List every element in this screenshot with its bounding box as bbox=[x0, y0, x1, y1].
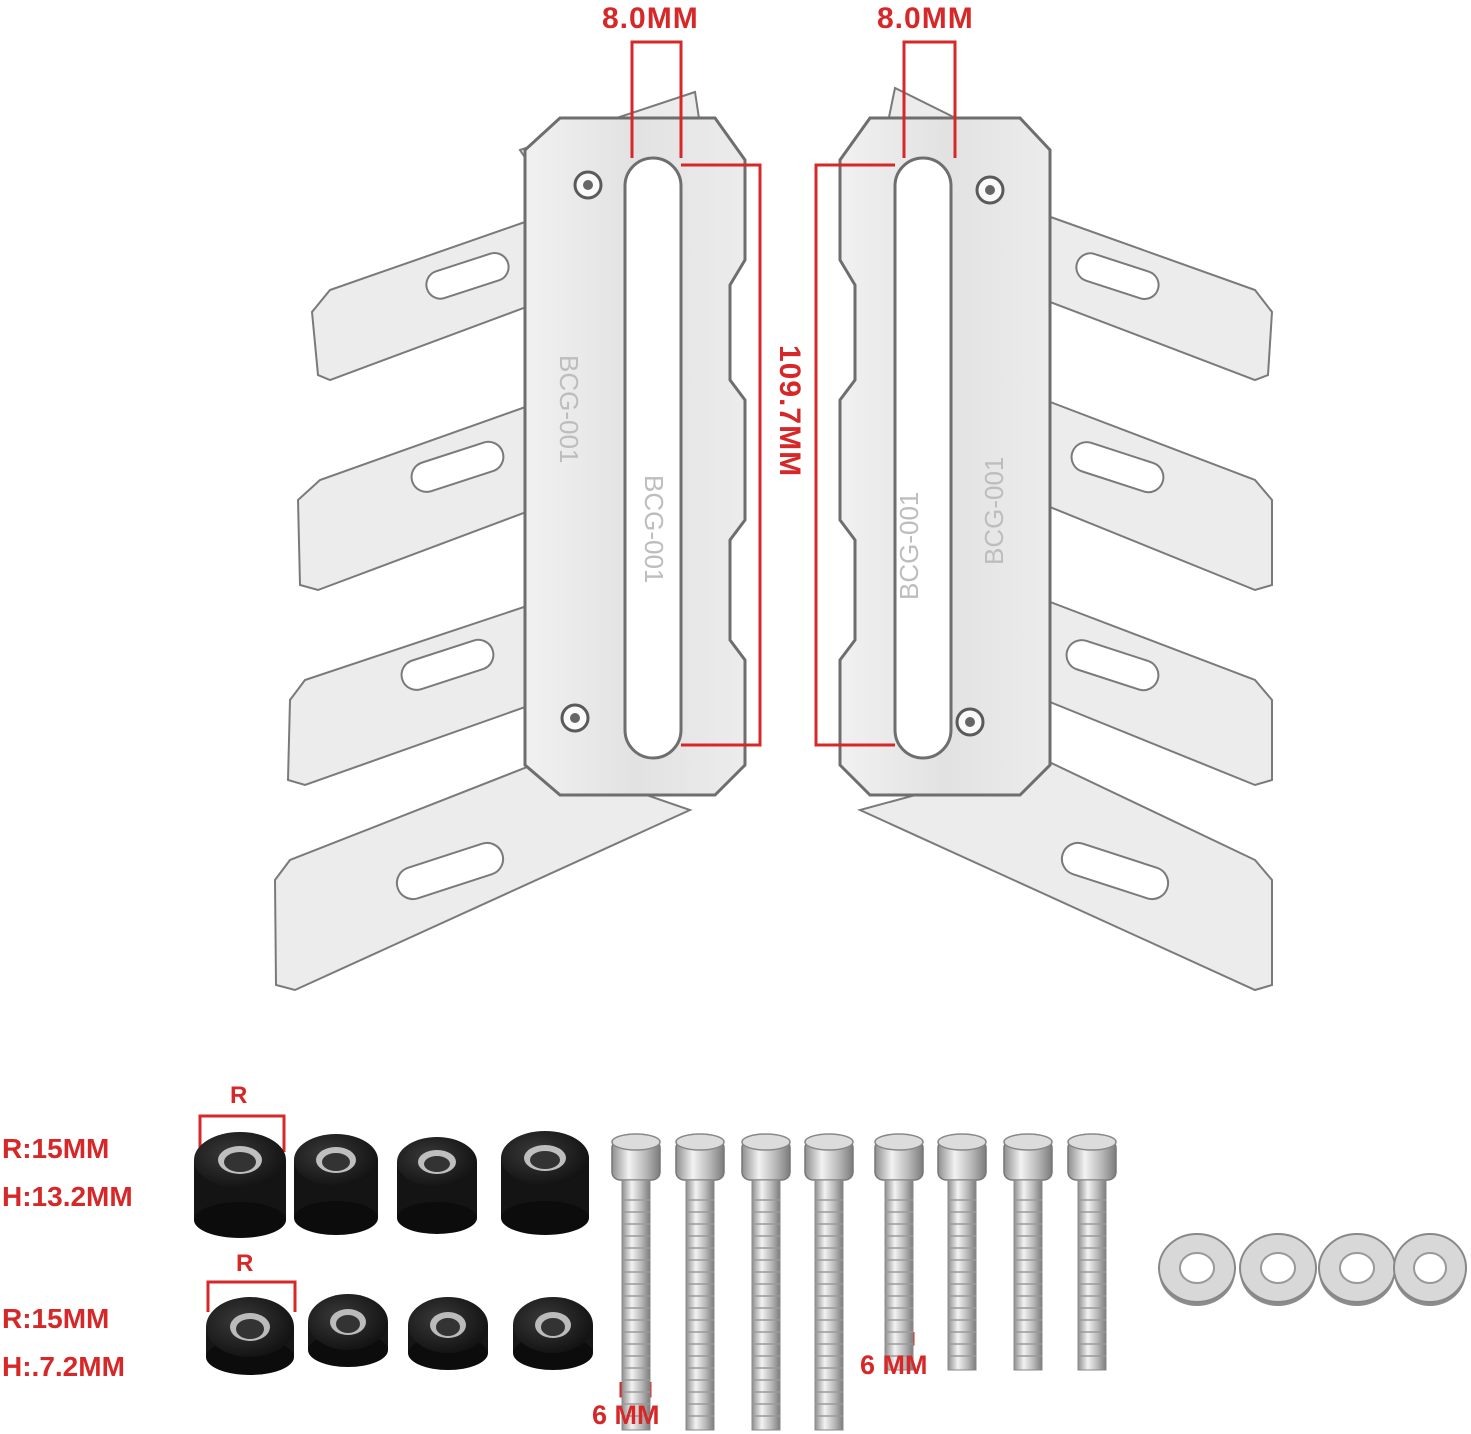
right-plate-marking-inner: BCG-001 bbox=[894, 492, 924, 600]
left-plate-marking-inner: BCG-001 bbox=[639, 475, 669, 583]
tall-spacer-height: H:13.2MM bbox=[2, 1181, 133, 1212]
short-spacer-radius: R:15MM bbox=[2, 1303, 110, 1334]
short-spacers bbox=[206, 1294, 593, 1375]
washers bbox=[1158, 1233, 1467, 1306]
left-plate-marking-outer: BCG-001 bbox=[554, 355, 584, 463]
right-fin-slots bbox=[1060, 252, 1170, 901]
tall-spacers bbox=[194, 1131, 589, 1238]
right-plate-marking-outer: BCG-001 bbox=[979, 457, 1009, 565]
right-bolt-size-label: 6 MM bbox=[860, 1350, 928, 1380]
right-slot-width-label: 8.0MM bbox=[877, 2, 974, 35]
right-plate-slot bbox=[893, 156, 953, 760]
slot-length-label: 109.7MM bbox=[773, 345, 806, 478]
short-spacer-radius-marker: R bbox=[236, 1250, 254, 1277]
left-slot-width-label: 8.0MM bbox=[602, 2, 699, 35]
tall-spacer-radius-marker: R bbox=[230, 1082, 248, 1109]
left-fin-slots bbox=[395, 252, 510, 901]
left-plate-slot bbox=[623, 156, 683, 760]
tall-spacer-radius: R:15MM bbox=[2, 1133, 110, 1164]
right-fork-guard bbox=[838, 86, 1274, 992]
short-spacer-height: H:.7.2MM bbox=[2, 1351, 125, 1382]
left-fork-guard bbox=[273, 90, 747, 992]
left-bolt-size-label: 6 MM bbox=[592, 1400, 660, 1430]
bolts bbox=[611, 1133, 1117, 1431]
